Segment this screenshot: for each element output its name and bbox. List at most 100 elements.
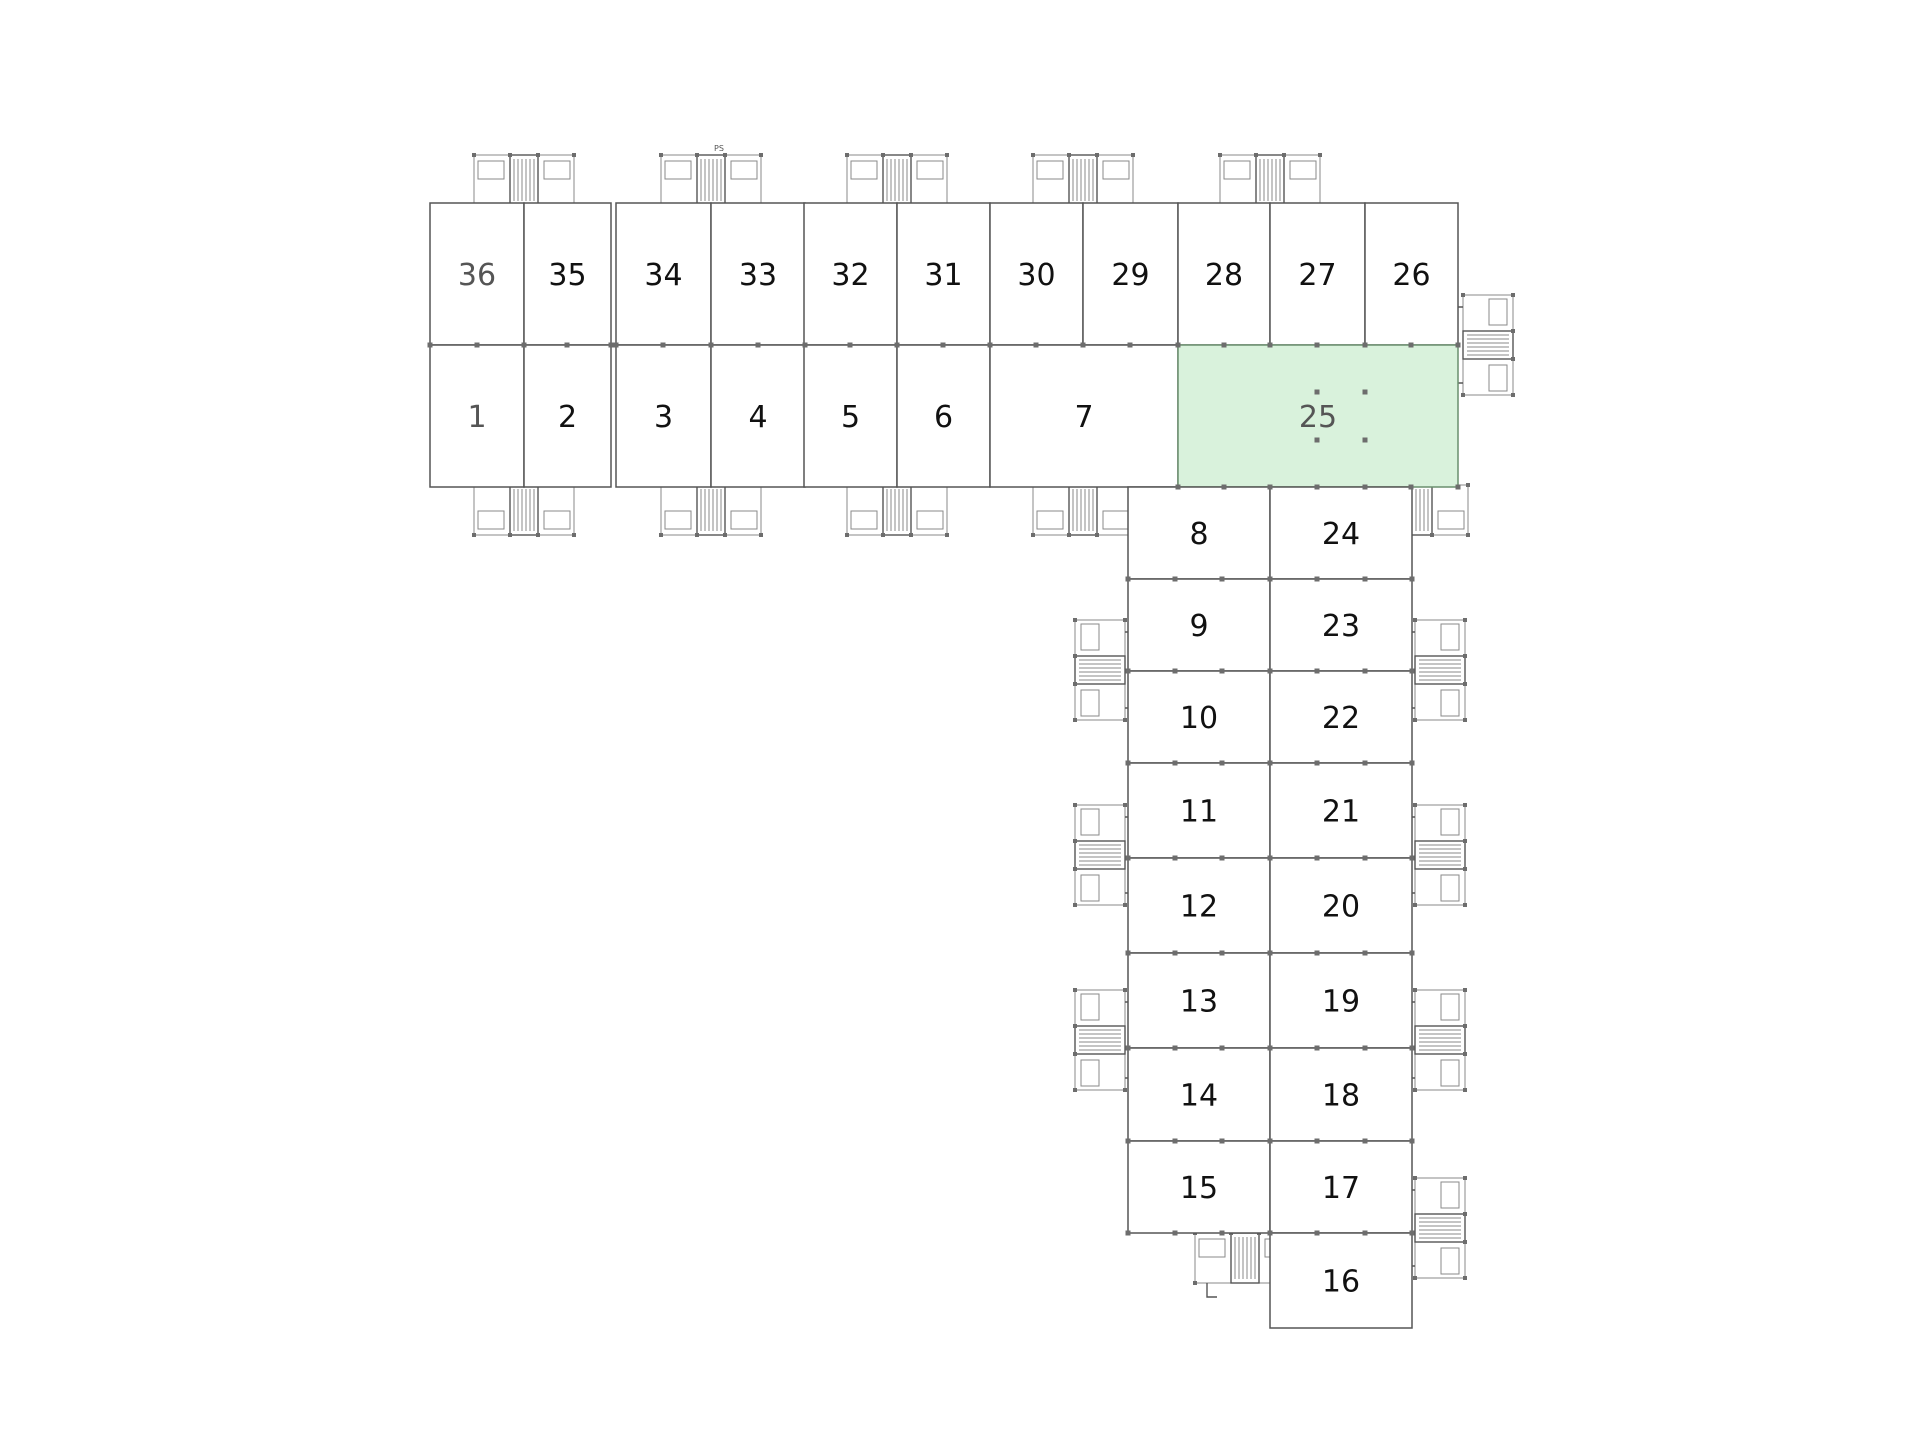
column-marker xyxy=(1267,668,1273,674)
unit-27[interactable] xyxy=(1269,202,1366,346)
column-marker xyxy=(940,342,946,348)
column-marker xyxy=(427,342,433,348)
column-marker xyxy=(1409,950,1415,956)
column-marker xyxy=(1314,855,1320,861)
unit-30[interactable] xyxy=(989,202,1084,346)
column-marker xyxy=(1362,389,1368,395)
unit-12[interactable] xyxy=(1127,857,1271,954)
column-marker xyxy=(1362,668,1368,674)
unit-19[interactable] xyxy=(1269,952,1413,1049)
unit-17[interactable] xyxy=(1269,1140,1413,1234)
column-marker xyxy=(1409,668,1415,674)
column-marker xyxy=(1314,484,1320,490)
stair-core xyxy=(1400,803,1467,907)
unit-23[interactable] xyxy=(1269,578,1413,672)
unit-6[interactable] xyxy=(896,344,991,488)
stair-core xyxy=(1073,988,1140,1092)
column-marker xyxy=(1267,855,1273,861)
unit-2[interactable] xyxy=(523,344,612,488)
column-marker xyxy=(1314,950,1320,956)
column-marker xyxy=(1455,342,1461,348)
unit-36[interactable] xyxy=(429,202,525,346)
unit-24[interactable] xyxy=(1269,486,1413,580)
stair-core xyxy=(1448,293,1515,397)
column-marker xyxy=(1314,760,1320,766)
unit-18[interactable] xyxy=(1269,1047,1413,1142)
column-marker xyxy=(613,342,619,348)
column-marker xyxy=(1219,1138,1225,1144)
column-marker xyxy=(1125,668,1131,674)
stair-core xyxy=(1400,1176,1467,1280)
unit-25[interactable] xyxy=(1177,344,1459,488)
unit-31[interactable] xyxy=(896,202,991,346)
column-marker xyxy=(1409,855,1415,861)
unit-32[interactable] xyxy=(803,202,898,346)
unit-33[interactable] xyxy=(710,202,806,346)
column-marker xyxy=(1362,484,1368,490)
column-marker xyxy=(1362,1045,1368,1051)
column-marker xyxy=(1409,1045,1415,1051)
column-marker xyxy=(1362,1230,1368,1236)
column-marker xyxy=(1362,1138,1368,1144)
unit-28[interactable] xyxy=(1177,202,1271,346)
column-marker xyxy=(708,342,714,348)
column-marker xyxy=(1362,855,1368,861)
unit-7[interactable] xyxy=(989,344,1179,488)
unit-3[interactable] xyxy=(615,344,712,488)
column-marker xyxy=(1219,950,1225,956)
unit-26[interactable] xyxy=(1364,202,1459,346)
column-marker xyxy=(1267,760,1273,766)
column-marker xyxy=(1172,1045,1178,1051)
unit-8[interactable] xyxy=(1127,486,1271,580)
unit-13[interactable] xyxy=(1127,952,1271,1049)
unit-4[interactable] xyxy=(710,344,806,488)
unit-34[interactable] xyxy=(615,202,712,346)
column-marker xyxy=(1267,484,1273,490)
unit-21[interactable] xyxy=(1269,762,1413,859)
column-marker xyxy=(1125,855,1131,861)
column-marker xyxy=(1267,1230,1273,1236)
column-marker xyxy=(1221,342,1227,348)
column-marker xyxy=(1219,1045,1225,1051)
column-marker xyxy=(1125,950,1131,956)
column-marker xyxy=(1219,855,1225,861)
column-marker xyxy=(894,342,900,348)
unit-35[interactable] xyxy=(523,202,612,346)
unit-10[interactable] xyxy=(1127,670,1271,764)
column-marker xyxy=(1219,668,1225,674)
unit-14[interactable] xyxy=(1127,1047,1271,1142)
unit-1[interactable] xyxy=(429,344,525,488)
column-marker xyxy=(1267,1045,1273,1051)
column-markers xyxy=(427,342,1461,1236)
column-marker xyxy=(1172,1138,1178,1144)
column-marker xyxy=(1314,1230,1320,1236)
column-marker xyxy=(1267,950,1273,956)
unit-15[interactable] xyxy=(1127,1140,1271,1234)
unit-29[interactable] xyxy=(1082,202,1179,346)
column-marker xyxy=(1221,484,1227,490)
column-marker xyxy=(1172,1230,1178,1236)
column-marker xyxy=(1172,760,1178,766)
column-marker xyxy=(1409,576,1415,582)
unit-22[interactable] xyxy=(1269,670,1413,764)
column-marker xyxy=(521,342,527,348)
unit-11[interactable] xyxy=(1127,762,1271,859)
column-marker xyxy=(1314,576,1320,582)
units-layer xyxy=(429,202,1459,1329)
column-marker xyxy=(1172,950,1178,956)
unit-16[interactable] xyxy=(1269,1232,1413,1329)
column-marker xyxy=(1362,342,1368,348)
column-marker xyxy=(1172,668,1178,674)
column-marker xyxy=(1408,342,1414,348)
unit-20[interactable] xyxy=(1269,857,1413,954)
column-marker xyxy=(1314,1138,1320,1144)
column-marker xyxy=(755,342,761,348)
unit-5[interactable] xyxy=(803,344,898,488)
column-marker xyxy=(1219,1230,1225,1236)
column-marker xyxy=(608,342,614,348)
column-marker xyxy=(1267,576,1273,582)
column-marker xyxy=(1314,389,1320,395)
unit-9[interactable] xyxy=(1127,578,1271,672)
column-marker xyxy=(1362,437,1368,443)
